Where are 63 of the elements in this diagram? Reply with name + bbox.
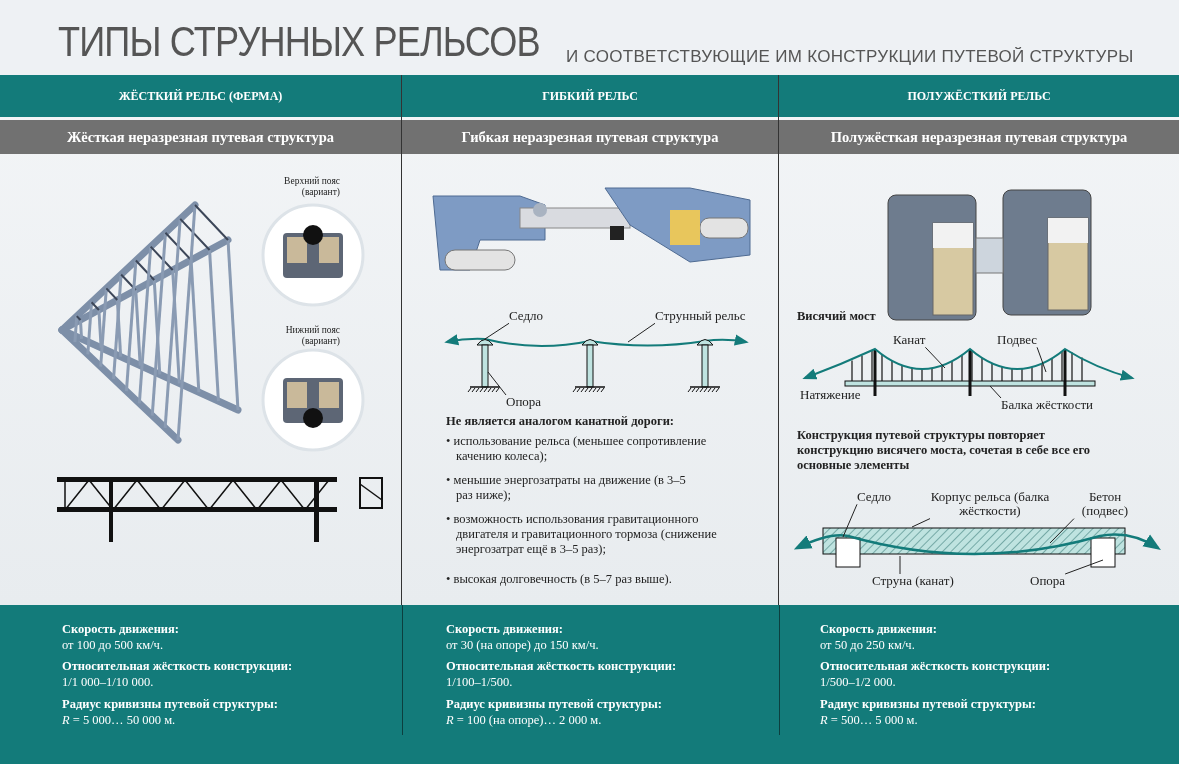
spec-heading: Радиус кривизны путевой структуры: — [820, 697, 1036, 712]
part-label: Корпус рельса (балка жёсткости) — [930, 490, 1050, 519]
part-label: Канат — [893, 333, 926, 348]
part-label: Балка жёсткости — [1001, 398, 1094, 413]
column-header: ГИБКИЙ РЕЛЬС — [402, 75, 778, 117]
leader-line — [627, 322, 656, 343]
leader-line — [487, 371, 507, 396]
spec-heading: Относительная жёсткость конструкции: — [62, 659, 293, 674]
spec-value: 1/500–1/2 000. — [820, 675, 896, 690]
part-label: Опора — [506, 395, 542, 410]
spec-heading: Относительная жёсткость конструкции: — [446, 659, 677, 674]
spec-heading: Радиус кривизны путевой структуры: — [62, 697, 278, 712]
bullet-item: • высокая долговечность (в 5–7 раз выше). — [446, 572, 673, 587]
spec-value: от 30 (на опоре) до 150 км/ч. — [446, 638, 599, 653]
part-label: Струнный рельс — [655, 309, 746, 324]
column-subheader: Гибкая неразрезная путевая структура — [402, 120, 778, 154]
part-label: Опора — [1030, 574, 1066, 589]
leader-line — [911, 518, 931, 528]
inset-caption: Верхний пояс (вариант) — [283, 176, 340, 199]
rail-cross-section-drawing — [793, 527, 1161, 568]
leader-line — [484, 322, 510, 340]
column-panel — [402, 75, 779, 605]
bullet-item: • использование рельса (меньшее сопротивление качению колеса); — [446, 434, 708, 464]
column-subheader: Жёсткая неразрезная путевая структура — [0, 120, 401, 154]
part-label: Бетон (подвес) — [1074, 490, 1136, 519]
leader-line — [1064, 559, 1104, 575]
column-panel — [0, 75, 402, 605]
text-heading: Не является аналогом канатной дороги: — [446, 414, 675, 429]
spec-value: от 50 до 250 км/ч. — [820, 638, 915, 653]
part-label: Подвес — [997, 333, 1038, 348]
spec-heading: Относительная жёсткость конструкции: — [820, 659, 1051, 674]
spec-value: 1/100–1/500. — [446, 675, 513, 690]
part-label: Струна (канат) — [872, 574, 954, 589]
text-heading: Висячий мост — [797, 309, 876, 324]
spec-value: R = 500… 5 000 м. — [820, 713, 918, 728]
part-label: Седло — [857, 490, 892, 505]
column-header: ЖЁСТКИЙ РЕЛЬС (ФЕРМА) — [0, 75, 401, 117]
leader-line — [924, 346, 946, 369]
leader-line — [899, 555, 901, 575]
title: ТИПЫ СТРУННЫХ РЕЛЬСОВ — [58, 18, 540, 66]
bullet-item: • возможность использования гравитационного двигателя и гравитационного тормоза (снижение энергозатрат ещё в 3–5 раз); — [446, 512, 718, 557]
spec-value: R = 100 (на опоре)… 2 000 м. — [446, 713, 602, 728]
spec-value: от 100 до 500 км/ч. — [62, 638, 164, 653]
text-heading: Конструкция путевой структуры повторяет конструкцию висячего моста, сочетая в себе все его основные элементы — [797, 428, 1092, 473]
spec-heading: Скорость движения: — [446, 622, 563, 637]
part-label: Седло — [509, 309, 544, 324]
column-subheader: Полужёсткая неразрезная путевая структура — [779, 120, 1179, 154]
bullet-item: • меньшие энергозатраты на движение (в 3–5 раз ниже); — [446, 473, 686, 503]
leader-line — [842, 503, 858, 538]
spec-heading: Радиус кривизны путевой структуры: — [446, 697, 662, 712]
leader-line — [989, 385, 1002, 399]
tension-label: Натяжение — [800, 387, 861, 403]
spec-heading: Скорость движения: — [62, 622, 179, 637]
leader-line — [1049, 518, 1075, 544]
spec-value: 1/1 000–1/10 000. — [62, 675, 154, 690]
spec-heading: Скорость движения: — [820, 622, 937, 637]
inset-caption: Нижний пояс (вариант) — [284, 325, 340, 348]
column-header: ПОЛУЖЁСТКИЙ РЕЛЬС — [779, 75, 1179, 117]
spec-value: R = 5 000… 50 000 м. — [62, 713, 176, 728]
column-panel — [779, 75, 1179, 605]
subtitle: И СООТВЕТСТВУЮЩИЕ ИМ КОНСТРУКЦИИ ПУТЕВОЙ СТРУКТУРЫ — [566, 47, 1134, 68]
string-rail-scheme-drawing — [444, 334, 749, 393]
leader-line — [1036, 346, 1047, 373]
